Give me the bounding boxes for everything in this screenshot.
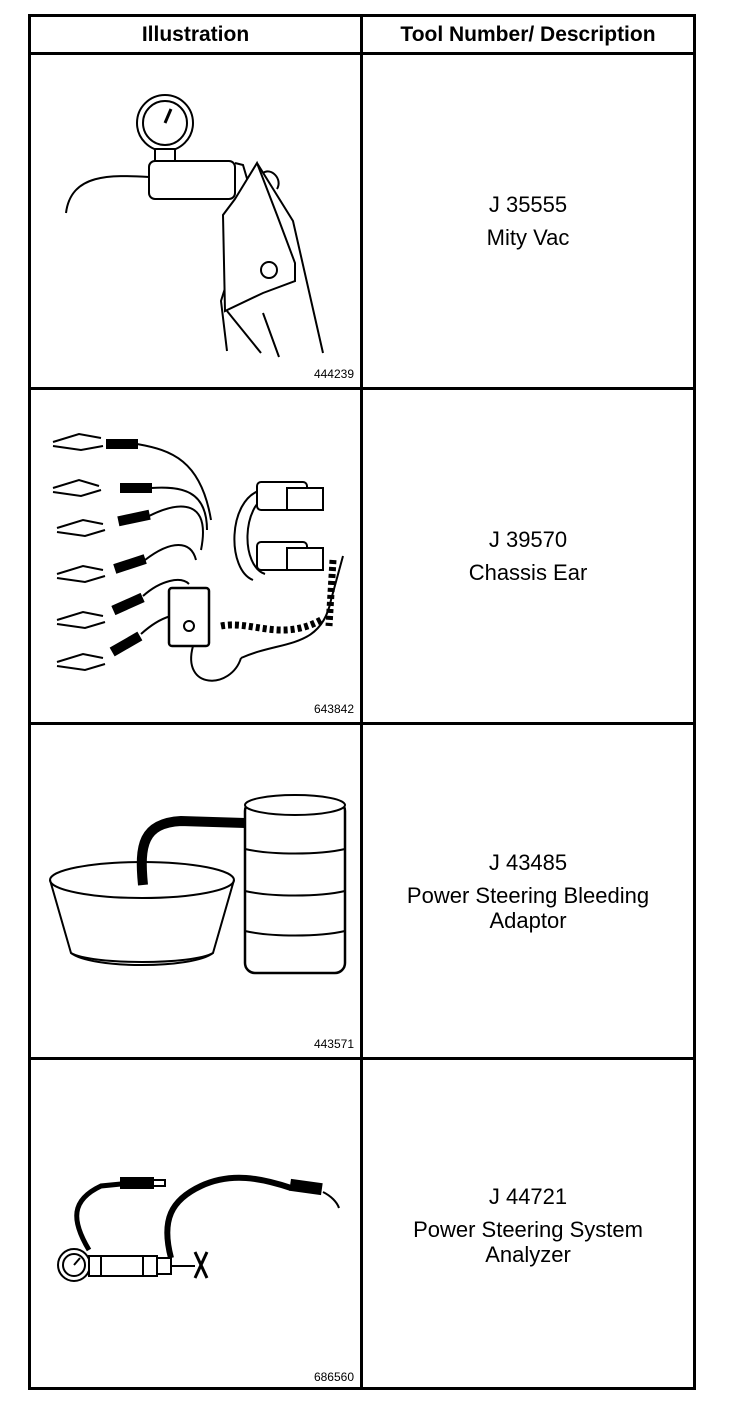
- tool-number: J 44721: [488, 1183, 568, 1209]
- header-illustration: Illustration: [141, 23, 250, 46]
- tool-description: Chassis Ear: [468, 560, 588, 585]
- figure-id: 443571: [313, 1037, 354, 1051]
- column-divider: [360, 14, 363, 1390]
- description-cell: J 44721 Power Steering System Analyzer: [363, 1060, 693, 1390]
- pressure-analyzer-icon: [31, 1060, 360, 1390]
- tool-number: J 35555: [488, 192, 568, 217]
- figure-id: 643842: [313, 702, 354, 716]
- figure-id: 444239: [313, 367, 354, 381]
- illustration-cell: 444239: [31, 55, 360, 387]
- vacuum-pump-icon: [31, 55, 360, 387]
- description-cell: J 39570 Chassis Ear: [363, 390, 693, 722]
- tool-description: Mity Vac: [486, 225, 570, 250]
- tool-number: J 43485: [488, 849, 568, 875]
- illustration-cell: 443571: [31, 725, 360, 1057]
- header-tool-description: Tool Number/ Description: [400, 23, 656, 46]
- chassis-ear-icon: [31, 390, 360, 722]
- description-cell: J 43485 Power Steering Bleeding Adaptor: [363, 725, 693, 1057]
- row-divider: [28, 722, 696, 725]
- illustration-cell: 643842: [31, 390, 360, 722]
- bleeding-adaptor-icon: [31, 725, 360, 1057]
- tool-description: Power Steering System Analyzer: [413, 1216, 643, 1267]
- description-cell: J 35555 Mity Vac: [363, 55, 693, 387]
- header-divider: [28, 52, 696, 55]
- tool-description: Power Steering Bleeding Adaptor: [406, 882, 650, 933]
- illustration-cell: 686560: [31, 1060, 360, 1390]
- tool-number: J 39570: [488, 527, 568, 552]
- row-divider: [28, 1057, 696, 1060]
- row-divider: [28, 387, 696, 390]
- figure-id: 686560: [313, 1370, 354, 1384]
